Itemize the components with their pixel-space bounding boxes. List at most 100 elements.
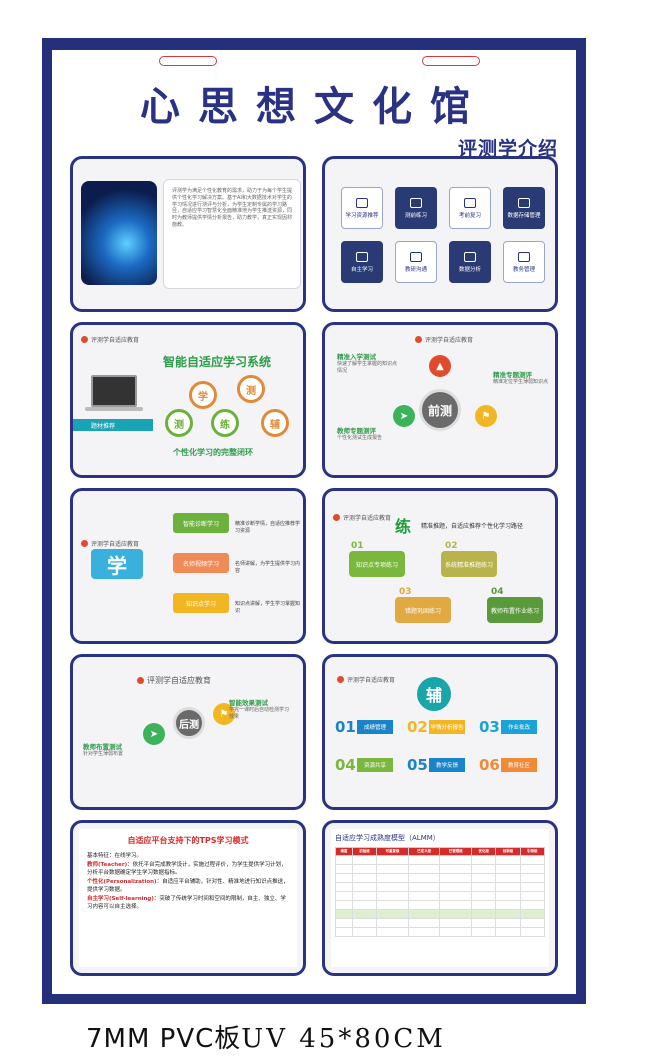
practice-heading: 练 bbox=[395, 517, 412, 536]
feature-icon bbox=[518, 197, 530, 208]
feature-icon bbox=[356, 251, 368, 262]
feature-label: 学习资源推荐 bbox=[345, 212, 379, 219]
tps-line-text: 依托平台完成教学设计，实施过程评价，为学生提供学习计划，分析平台数据确定学生学习… bbox=[87, 861, 287, 877]
tps-line-text: 自适应平台辅助，针对性、精准地进行知识点推送，提供学习数据。 bbox=[87, 878, 289, 894]
cycle-circle-2: 测 bbox=[237, 375, 265, 403]
table-cell bbox=[471, 891, 497, 901]
tps-line: 教师(Teacher)：依托平台完成教学设计，实施过程评价，为学生提供学习计划，… bbox=[87, 861, 289, 878]
pill-knowledge: 知识点学习 bbox=[173, 593, 229, 613]
tps-document: 自适应平台支持下的TPS学习模式 基本特征：在线学习。教师(Teacher)：依… bbox=[79, 829, 297, 967]
card-practice-3: 错题巩固练习 bbox=[395, 597, 451, 623]
table-cell bbox=[351, 900, 378, 910]
cycle-circle-3: 测 bbox=[165, 409, 193, 437]
table-cell bbox=[376, 909, 409, 919]
card-number-2: 02 bbox=[445, 541, 458, 551]
desc-teacher-assign: 针对学生薄弱布置 bbox=[83, 751, 124, 757]
table-cell bbox=[519, 855, 546, 865]
almm-header-cell: 优化级 bbox=[471, 847, 497, 856]
table-cell bbox=[376, 864, 409, 874]
table-cell bbox=[471, 855, 497, 865]
intro-text-box: 评测学为满足个性化教育的需求，助力于为每个学生提供个性化学习解决方案。基于AI和… bbox=[163, 179, 301, 289]
feature-tile: 测前练习 bbox=[395, 187, 437, 229]
feature-label: 数据存储管理 bbox=[507, 212, 541, 219]
table-cell bbox=[495, 891, 521, 901]
table-cell bbox=[376, 927, 409, 937]
pill-diagnose: 智能诊断学习 bbox=[173, 513, 229, 533]
table-cell bbox=[407, 873, 441, 883]
feature-icon bbox=[518, 251, 530, 262]
desc-effect-test: 学完一课时后自动检测学习效果 bbox=[229, 707, 290, 720]
table-cell bbox=[439, 927, 473, 937]
table-cell bbox=[407, 855, 441, 865]
feature-icon bbox=[410, 251, 422, 262]
assist-tag-number: 01 bbox=[335, 718, 356, 736]
table-cell bbox=[471, 900, 497, 910]
table-cell bbox=[439, 918, 473, 928]
feature-icon bbox=[464, 197, 476, 208]
table-cell bbox=[519, 927, 546, 937]
table-row bbox=[335, 864, 546, 874]
brand-logo-icon bbox=[81, 540, 88, 547]
tps-line-term: 自主学习(Self-learning)： bbox=[87, 895, 160, 902]
table-row bbox=[335, 918, 546, 928]
panel-adaptive-system: 评测学自适应教育 智能自适应学习系统 题材推荐 学 测 测 练 辅 个性化学习的… bbox=[70, 322, 306, 478]
posttest-circle: 后测 bbox=[173, 707, 205, 739]
assist-tag-number: 03 bbox=[479, 718, 500, 736]
panel-posttest: 评测学自适应教育 ➤ ⚑ 后测 智能效果测试 学完一课时后自动检测学习效果 教师… bbox=[70, 654, 306, 810]
feature-icon-grid: 学习资源推荐测前练习考前复习数据存储管理自主学习教研沟通数据分析教务管理 bbox=[341, 187, 545, 283]
table-cell bbox=[439, 864, 473, 874]
table-cell bbox=[495, 909, 521, 919]
brand-logo-icon bbox=[415, 336, 422, 343]
panel-feature-grid: 学习资源推荐测前练习考前复习数据存储管理自主学习教研沟通数据分析教务管理 bbox=[322, 156, 558, 312]
table-cell bbox=[335, 927, 353, 937]
assist-tag-label: 教学反馈 bbox=[429, 758, 465, 772]
label-effect-test: 智能效果测试 bbox=[229, 699, 268, 707]
feature-label: 教研沟通 bbox=[404, 266, 427, 273]
table-cell bbox=[519, 900, 546, 910]
table-cell bbox=[376, 882, 409, 892]
table-cell bbox=[335, 864, 353, 874]
feature-tile: 教务管理 bbox=[503, 241, 545, 283]
sub-title: 评测学介绍 bbox=[457, 138, 558, 160]
table-cell bbox=[519, 918, 546, 928]
table-cell bbox=[351, 918, 378, 928]
table-cell bbox=[335, 882, 353, 892]
card-number-1: 01 bbox=[351, 541, 364, 551]
board-face: 心思想文化馆 评测学介绍 评测学为满足个性化教育的需求，助力于为每个学生提供个性… bbox=[52, 50, 576, 994]
almm-header-row: 维度初始级可重复级已定义级已管理级优化级创新级引领级 bbox=[335, 847, 546, 856]
assist-tag-label: 学情分析报告 bbox=[429, 720, 465, 734]
feature-icon bbox=[410, 197, 422, 208]
learn-badge: 学 bbox=[91, 549, 143, 579]
pretest-circle: 前测 bbox=[419, 389, 461, 431]
intro-text: 评测学为满足个性化教育的需求，助力于为每个学生提供个性化学习解决方案。基于AI和… bbox=[172, 188, 293, 228]
table-cell bbox=[376, 891, 409, 901]
table-cell bbox=[439, 900, 473, 910]
brand-name: 评测学自适应教育 bbox=[91, 541, 140, 548]
card-practice-4: 教师布置作业练习 bbox=[487, 597, 543, 623]
table-cell bbox=[335, 873, 353, 883]
table-cell bbox=[351, 864, 378, 874]
hanging-hook-left bbox=[159, 56, 217, 66]
table-cell bbox=[495, 918, 521, 928]
hanging-hook-right bbox=[422, 56, 480, 66]
feature-tile: 自主学习 bbox=[341, 241, 383, 283]
table-cell bbox=[439, 909, 473, 919]
table-cell bbox=[519, 891, 546, 901]
table-cell bbox=[335, 855, 353, 865]
table-cell bbox=[407, 891, 441, 901]
brand-name: 评测学自适应教育 bbox=[347, 677, 396, 684]
panel-learn: 评测学自适应教育 学 智能诊断学习 精准诊断学情，自适应推荐学习资源 名师视频学… bbox=[70, 488, 306, 644]
table-cell bbox=[407, 864, 441, 874]
table-cell bbox=[351, 927, 378, 937]
cycle-circle-5: 辅 bbox=[261, 409, 289, 437]
almm-header-cell: 可重复级 bbox=[376, 847, 409, 856]
feature-icon bbox=[464, 251, 476, 262]
almm-title: 自适应学习成熟度模型（ALMM） bbox=[335, 834, 440, 842]
table-cell bbox=[376, 900, 409, 910]
table-cell bbox=[407, 909, 441, 919]
